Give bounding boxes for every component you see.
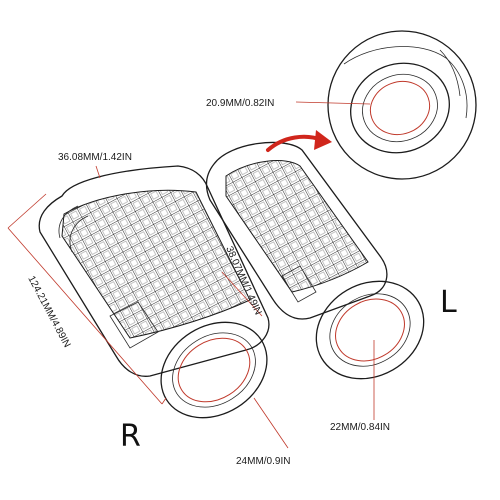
detail-view [327,30,477,180]
left-grip-texture [225,160,369,293]
right-grip-bore [177,337,251,403]
left-inner-diameter-label: 22MM/0.84IN [330,422,390,433]
detail-bore [369,81,431,135]
outer-diameter-leader [95,165,101,179]
right-grip-flange [58,205,79,239]
detail-grip-shoulder [343,46,468,119]
right-grip-rail [109,301,159,349]
detail-end-ring [362,73,438,143]
right-inner-diameter-label: 24MM/0.9IN [236,456,290,467]
left-side-label: L [440,285,457,320]
length-line-long [7,227,163,405]
right-grip-body [38,165,270,377]
detail-circle [327,30,477,180]
right-grip [38,165,270,419]
detail-end-outer [350,62,450,154]
right-grip-flange-inner [69,215,89,253]
right-grip-end-outer [160,321,268,419]
detail-diameter-label: 20.9MM/0.82IN [206,98,274,109]
length-line [7,193,47,229]
left-grip-end-ring [329,293,411,367]
inner-diameter-leader-r [253,397,289,449]
right-side-label: R [120,419,141,454]
curved-arrow-right-icon [266,130,332,152]
mid-diameter-line [221,271,263,317]
right-grip-texture [61,189,251,339]
left-grip-rail [281,265,317,303]
length-label: 124.21MM/4.89IN [25,274,72,349]
detail-diameter-leader [295,101,371,105]
left-grip-body [205,141,388,320]
left-grip-bore [335,298,405,362]
detail-grip-ridge [439,49,461,97]
outer-diameter-label: 36.08MM/1.42IN [58,152,132,163]
dimension-lines [7,101,375,449]
length-line-end [161,397,167,405]
left-grip-end-outer [315,280,425,380]
left-grip [205,141,425,380]
right-grip-end-ring [172,332,256,408]
